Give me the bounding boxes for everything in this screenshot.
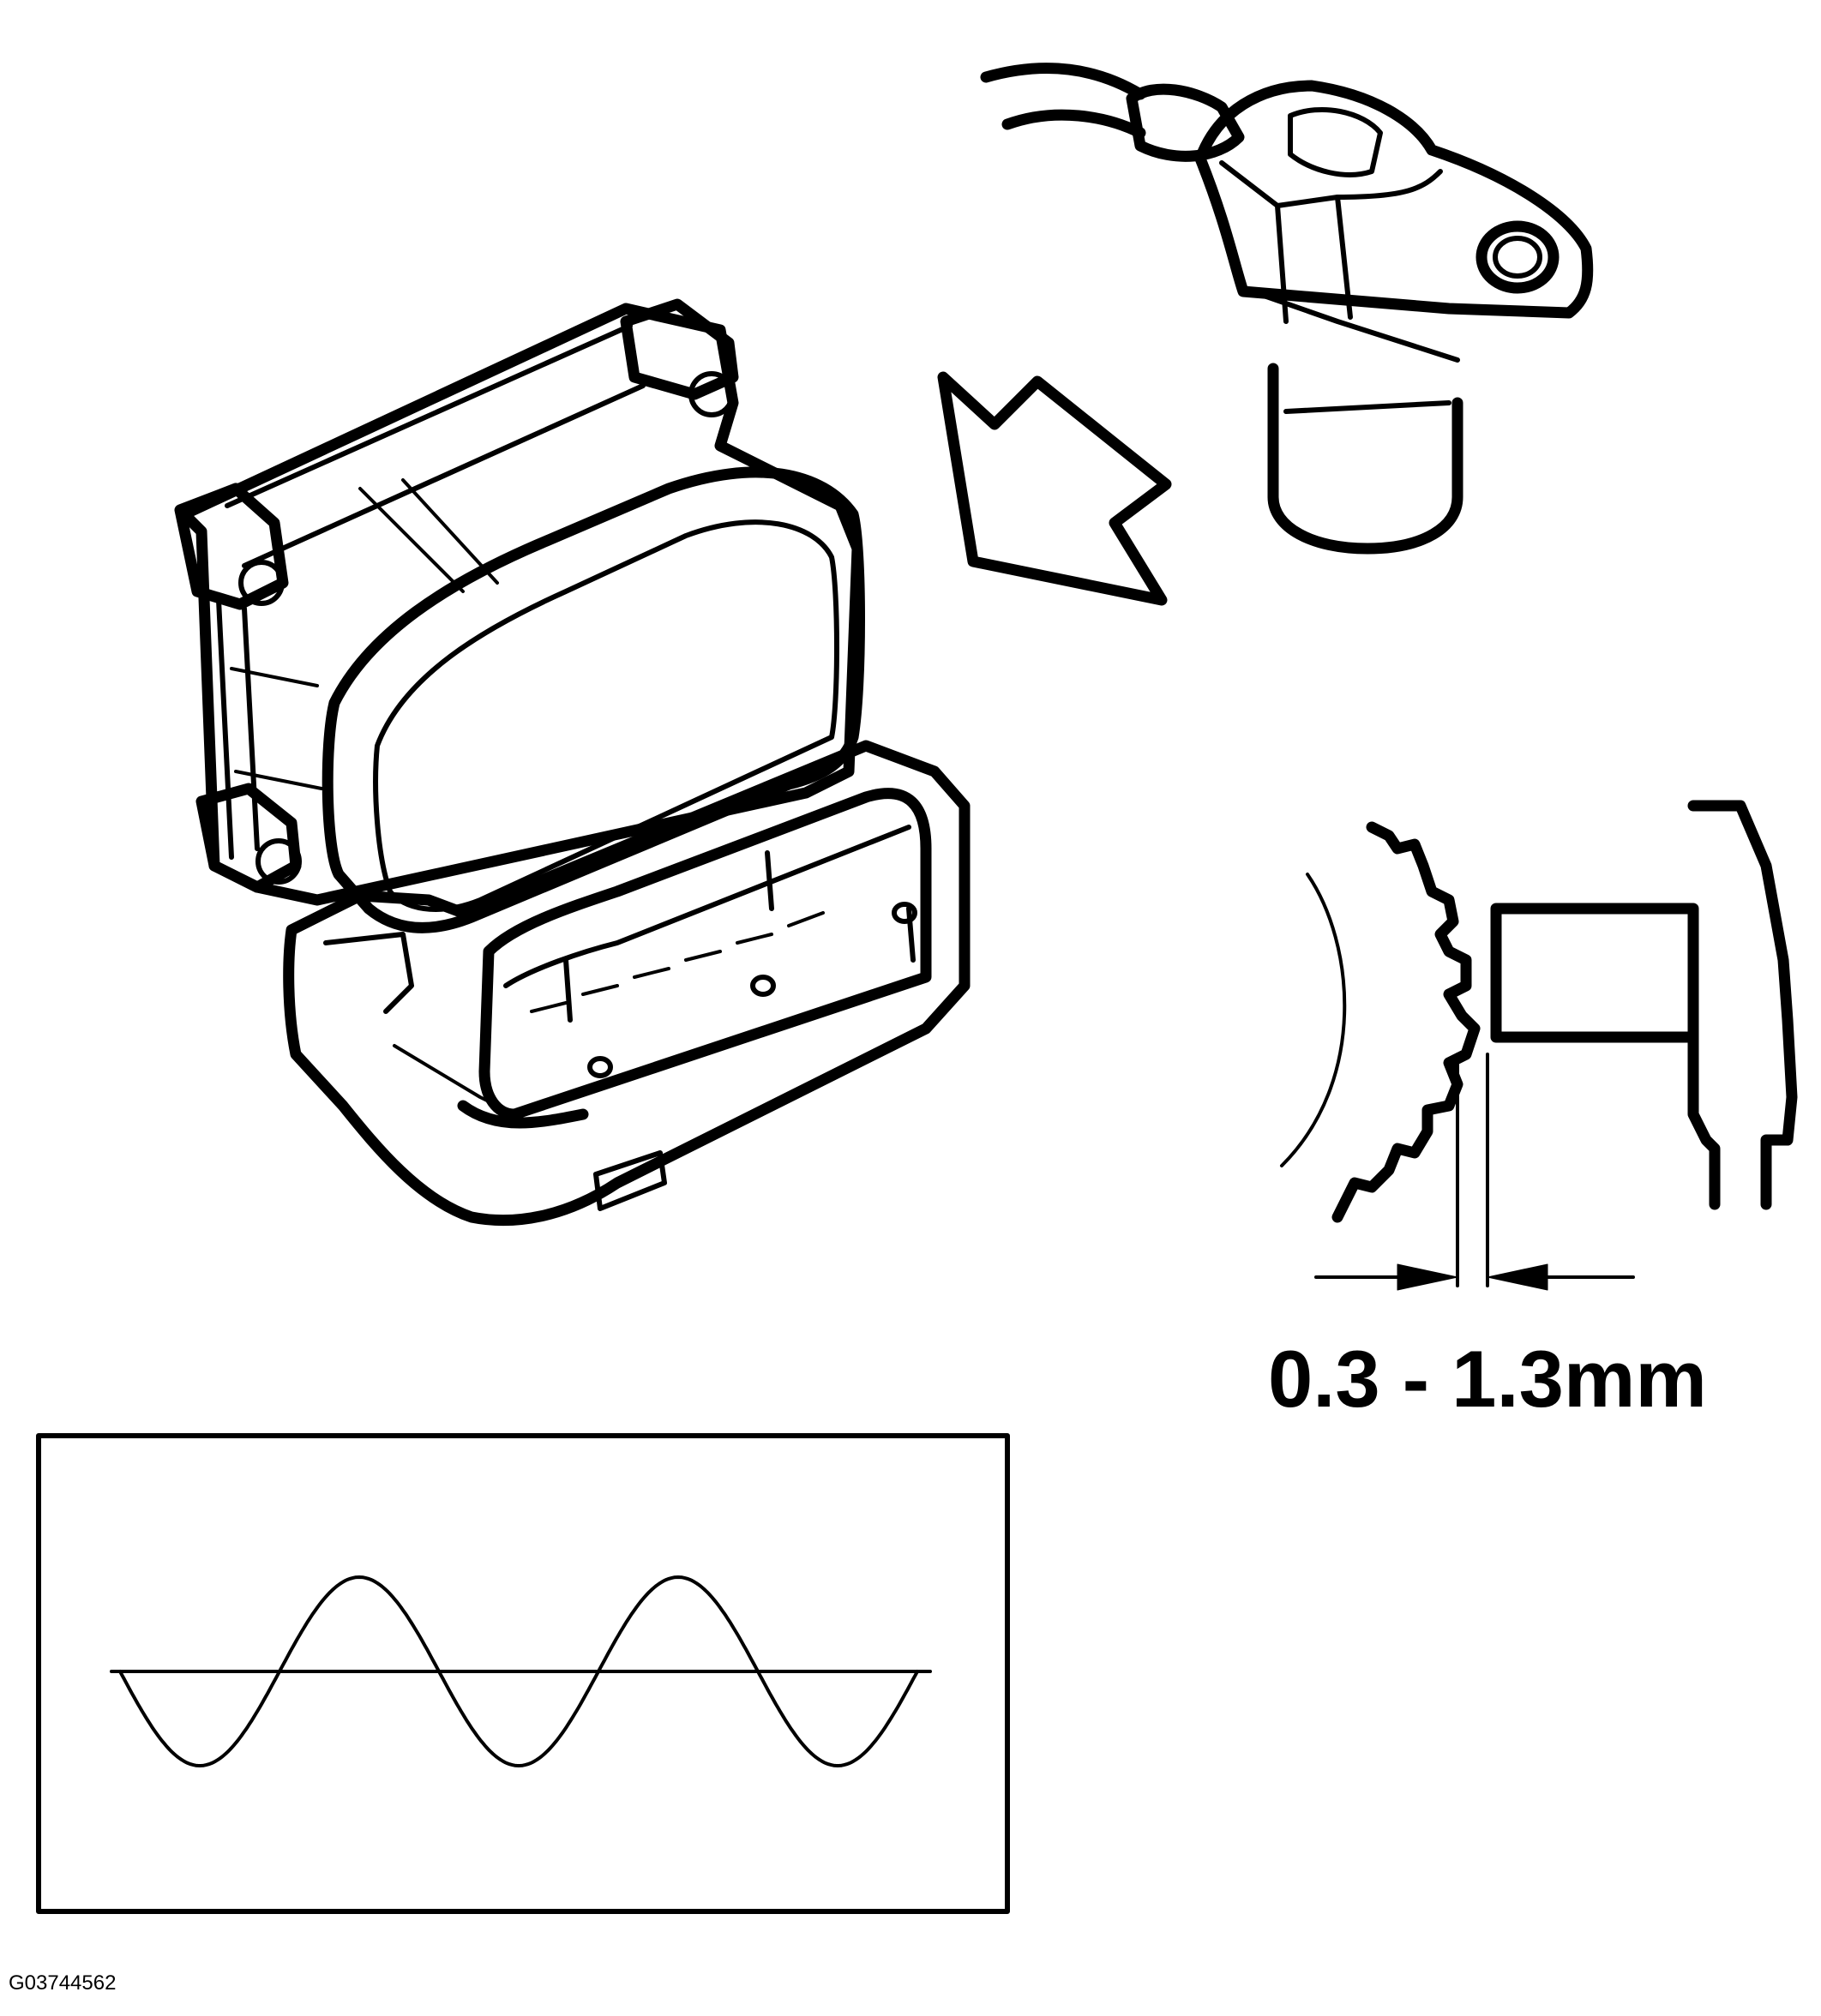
direction-arrow (937, 371, 1172, 606)
sine-waveform-box (36, 1433, 1010, 1914)
wheel-speed-sensor (980, 63, 1594, 555)
abs-control-module (174, 298, 971, 1227)
figure-id: G03744562 (9, 1971, 117, 1995)
air-gap-label: 0.3 - 1.3mm (1267, 1334, 1708, 1424)
tone-ring-air-gap-detail (1280, 800, 1798, 1291)
sine-wave (118, 1575, 919, 1767)
